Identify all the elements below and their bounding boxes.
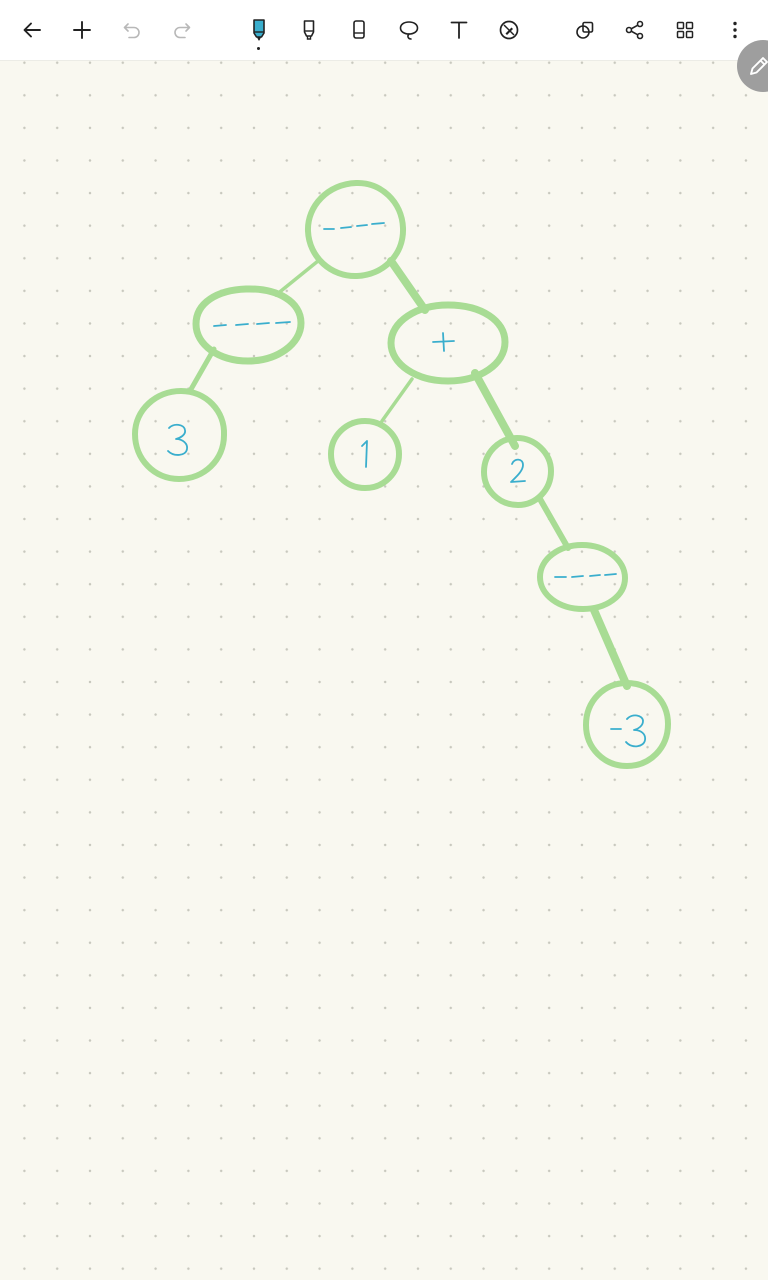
node-one-label <box>361 440 368 468</box>
highlighter-icon <box>303 20 315 40</box>
edge-two-minus <box>537 496 571 551</box>
text-tool-button[interactable] <box>439 10 479 50</box>
top-toolbar <box>0 0 768 61</box>
node-left-outline <box>192 285 305 365</box>
shapes-icon <box>576 21 594 39</box>
highlighter-tool-button[interactable] <box>289 10 329 50</box>
pencil-icon <box>750 57 768 75</box>
text-icon <box>450 21 468 39</box>
back-arrow-icon <box>23 22 41 38</box>
edge-root-left <box>274 259 320 297</box>
more-options-icon <box>733 21 737 39</box>
edge-plus-one <box>380 377 414 423</box>
node-neg-three-outline <box>583 680 671 769</box>
floating-pen-button[interactable] <box>737 40 768 92</box>
node-root-outline <box>304 179 407 280</box>
edge-left-three <box>187 346 217 394</box>
eraser-icon <box>353 20 365 39</box>
shapes-button[interactable] <box>565 10 605 50</box>
pen-tool-button[interactable] <box>239 10 279 50</box>
lasso-icon <box>399 21 419 40</box>
node-neg-three-label <box>610 714 647 748</box>
redo-button[interactable] <box>162 10 202 50</box>
pen-settings-icon <box>499 20 519 40</box>
edge-plus-two <box>471 369 519 450</box>
node-root-label <box>323 222 385 230</box>
node-three-label <box>167 423 189 456</box>
node-two-outline <box>481 435 554 508</box>
edge-minus-negthree <box>590 606 631 690</box>
pen-settings-button[interactable] <box>489 10 529 50</box>
eraser-tool-button[interactable] <box>339 10 379 50</box>
node-lower-minus-label <box>554 573 617 578</box>
grid-view-icon <box>676 21 694 39</box>
handwritten-tree-drawing <box>132 179 671 769</box>
node-one-outline <box>328 418 402 491</box>
add-icon <box>73 21 91 39</box>
node-lower-minus-outline <box>537 542 628 612</box>
add-button[interactable] <box>62 10 102 50</box>
undo-button[interactable] <box>112 10 152 50</box>
node-two-label <box>510 458 526 483</box>
note-canvas[interactable] <box>0 61 768 1280</box>
node-three-outline <box>132 388 228 482</box>
lasso-tool-button[interactable] <box>389 10 429 50</box>
node-plus-outline <box>387 301 509 385</box>
edge-root-plus <box>387 257 429 314</box>
node-plus-label <box>432 332 455 352</box>
active-tool-indicator <box>257 47 260 50</box>
redo-icon <box>174 23 191 39</box>
grid-view-button[interactable] <box>665 10 705 50</box>
share-button[interactable] <box>615 10 655 50</box>
pen-icon <box>253 19 265 41</box>
share-icon <box>625 20 644 40</box>
node-left-label <box>213 321 291 327</box>
undo-icon <box>123 23 140 39</box>
more-options-button[interactable] <box>715 10 755 50</box>
back-button[interactable] <box>12 10 52 50</box>
